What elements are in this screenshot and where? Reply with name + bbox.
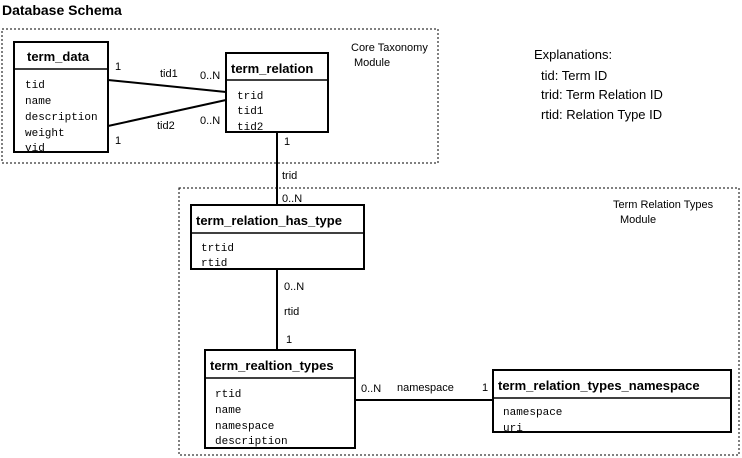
entity-field: tid [25,80,45,92]
explanations-legend: Explanations: tid: Term ID trid: Term Re… [534,47,663,122]
core-module-label-line2: Module [354,57,390,69]
entity-title: term_data [27,49,90,64]
entity-title: term_relation_has_type [196,213,342,228]
explanation-item: trid: Term Relation ID [541,87,663,102]
namespace-card-from: 0..N [361,383,381,395]
entity-term-data: term_data tid name description weight vi… [13,41,109,155]
entity-field: uri [503,423,523,435]
core-module-boundary [1,28,439,164]
namespace-card-to: 1 [482,382,488,394]
entity-field: tid2 [237,122,263,134]
entity-field: trtid [201,243,234,255]
entity-field: namespace [215,421,274,433]
entity-term-realtion-types: term_realtion_types rtid name namespace … [204,349,356,449]
entity-title: term_relation [231,61,313,76]
entity-field: name [25,96,51,108]
tid1-card-to: 0..N [200,70,220,82]
entity-field: name [215,405,241,417]
trid-card-from: 1 [284,136,290,148]
types-module-label-line2: Module [620,214,656,226]
tid1-label: tid1 [160,68,178,80]
tid1-card-from: 1 [115,61,121,73]
core-module-label-line1: Core Taxonomy [351,42,428,54]
entity-field: trid [237,91,263,103]
diagram-title: Database Schema [2,2,122,18]
relation-line-tid2 [107,99,227,127]
entity-field: description [25,112,98,124]
rtid-card-to: 1 [286,334,292,346]
entity-term-relation-has-type: term_relation_has_type trtid rtid [190,204,365,270]
namespace-label: namespace [397,382,454,394]
rtid-label: rtid [284,306,299,318]
relation-line-tid1 [107,79,227,93]
types-module-boundary [178,187,740,456]
entity-title: term_realtion_types [210,358,334,373]
entity-field: rtid [215,389,241,401]
entity-field: namespace [503,407,562,419]
entity-term-relation-types-namespace: term_relation_types_namespace namespace … [492,369,732,435]
tid2-label: tid2 [157,120,175,132]
entity-term-relation: term_relation trid tid1 tid2 [225,52,329,134]
trid-label: trid [282,170,297,182]
rtid-card-from: 0..N [284,281,304,293]
entity-field: description [215,436,288,448]
entity-title: term_relation_types_namespace [498,378,700,393]
tid2-card-to: 0..N [200,115,220,127]
types-module-label-line1: Term Relation Types [613,199,714,211]
entity-field: vid [25,143,45,155]
entity-field: weight [25,128,65,140]
explanation-item: tid: Term ID [541,68,607,83]
tid2-card-from: 1 [115,135,121,147]
trid-card-to: 0..N [282,193,302,205]
explanations-heading: Explanations: [534,47,612,62]
entity-field: rtid [201,258,227,270]
explanation-item: rtid: Relation Type ID [541,107,662,122]
entity-field: tid1 [237,106,264,118]
